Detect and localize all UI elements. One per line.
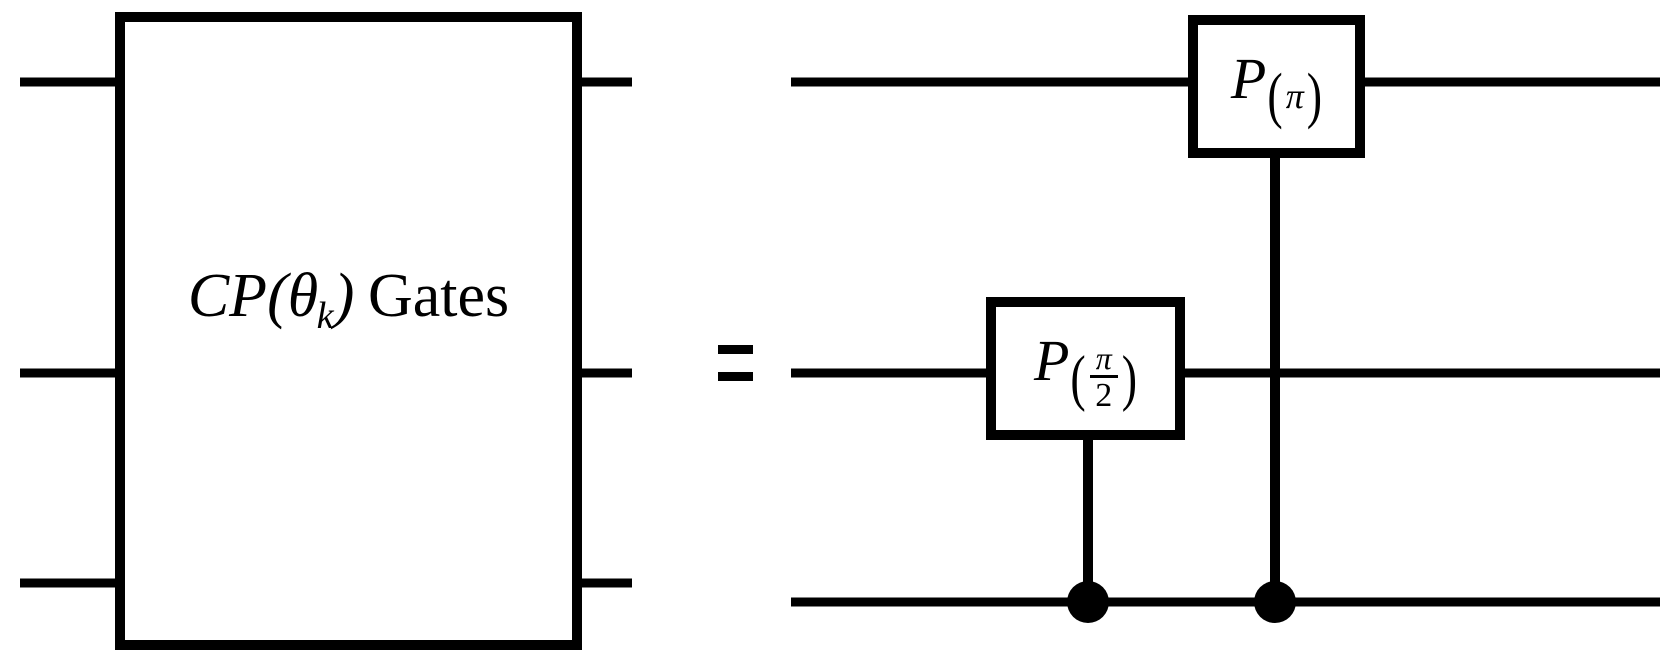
pi-symbol: π <box>1285 75 1304 116</box>
phase-gate-pi-over-2-label: P ( π 2 ) <box>991 302 1180 435</box>
open-paren-pi-over-2: ( <box>1070 342 1086 412</box>
close-paren-pi-over-2: ) <box>1121 342 1138 412</box>
control-dot-pi[interactable] <box>1254 581 1296 623</box>
control-dot-pi-over-2[interactable] <box>1067 581 1109 623</box>
phase-gate-pi-box[interactable] <box>1188 15 1365 158</box>
phase-gate-pi-over-2-box[interactable] <box>986 297 1185 440</box>
gates-word: Gates <box>368 262 510 330</box>
equals-bar-top <box>718 345 753 354</box>
equals-sign <box>718 345 753 381</box>
cp-symbol: CP <box>187 262 268 330</box>
cp-open-paren: ( <box>267 262 288 330</box>
fraction-bar <box>1089 375 1118 378</box>
equals-bar-bottom <box>718 372 753 381</box>
argument-group-pi: ( π ) <box>1267 64 1322 126</box>
p-symbol-pi: P <box>1230 45 1267 111</box>
cp-gates-box[interactable] <box>115 12 582 650</box>
right-circuit-group <box>791 15 1660 623</box>
theta-symbol: θ <box>287 262 319 330</box>
fraction-pi-over-2: π 2 <box>1086 342 1122 413</box>
fraction-denominator: 2 <box>1095 377 1113 414</box>
argument-group-pi-over-2: ( π 2 ) <box>1070 342 1137 413</box>
phase-gate-pi-label: P ( π ) <box>1193 20 1360 153</box>
close-paren-pi: ) <box>1306 60 1323 130</box>
theta-subscript-k: k <box>316 295 334 338</box>
left-block-group <box>20 12 632 650</box>
cp-close-paren: ) <box>333 262 355 330</box>
fraction-numerator: π <box>1095 340 1112 376</box>
open-paren-pi: ( <box>1267 60 1283 130</box>
cp-gates-label: CP(θk)Gates <box>120 265 577 336</box>
p-symbol-pi-over-2: P <box>1033 327 1070 393</box>
